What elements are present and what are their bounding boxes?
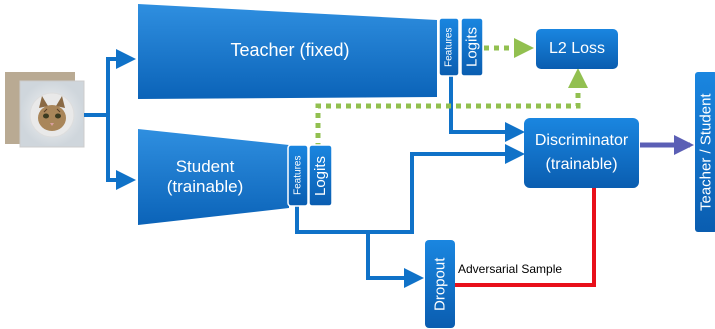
student-features-label: Features xyxy=(292,155,304,196)
teacher-network xyxy=(138,4,437,99)
student-label: Student (trainable) xyxy=(140,152,270,202)
arrow-student-logits-to-loss xyxy=(315,68,588,148)
output-label: Teacher / Student xyxy=(697,93,715,211)
input-image xyxy=(5,72,85,148)
student-features-block xyxy=(287,144,309,207)
arrow-to-student xyxy=(106,115,136,190)
discriminator-label-line1: Discriminator xyxy=(534,132,629,149)
adversarial-sample-label: Adversarial Sample xyxy=(458,262,563,276)
teacher-features-block xyxy=(438,17,460,77)
arrow-teacher-features-to-discriminator xyxy=(449,73,525,142)
output-box xyxy=(695,72,715,232)
student-logits-block xyxy=(308,144,333,207)
teacher-logits-label: Logits xyxy=(463,26,481,68)
dropout-box xyxy=(425,240,455,328)
l2-loss-label: L2 Loss xyxy=(548,40,606,57)
arrow-student-features-to-discriminator xyxy=(295,144,525,234)
l2-loss-box xyxy=(536,29,618,69)
student-label-line1: Student xyxy=(175,157,235,176)
arrow-to-dropout xyxy=(366,232,424,288)
teacher-logits-block xyxy=(460,17,484,77)
teacher-features-label: Features xyxy=(443,27,455,67)
student-network xyxy=(138,129,289,225)
student-label-line2: (trainable) xyxy=(166,177,244,196)
discriminator-box xyxy=(524,118,639,188)
arrow-adversarial-sample xyxy=(455,166,602,287)
arrow-to-teacher xyxy=(106,49,136,115)
teacher-label: Teacher (fixed) xyxy=(230,39,350,60)
dropout-label: Dropout xyxy=(431,257,449,311)
discriminator-label-line2: (trainable) xyxy=(545,156,618,173)
discriminator-label: Discriminator (trainable) xyxy=(524,118,639,188)
cat-photo-icon xyxy=(29,92,75,138)
student-logits-label: Logits xyxy=(312,155,329,196)
